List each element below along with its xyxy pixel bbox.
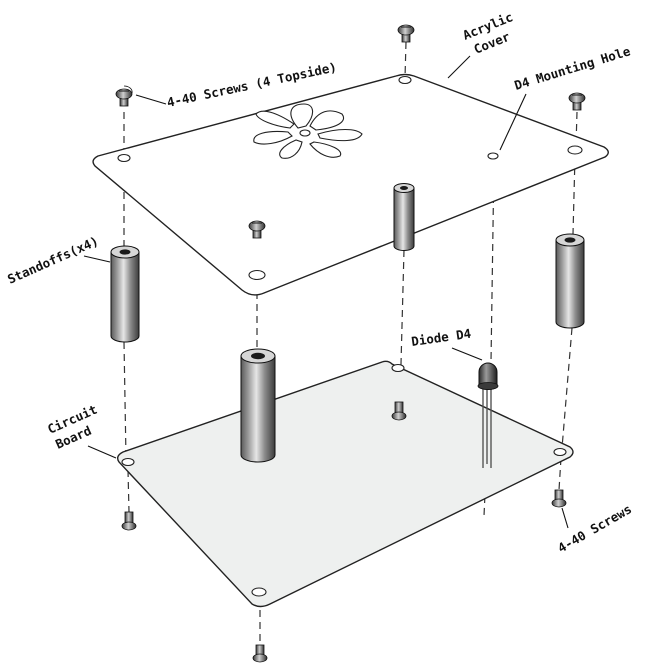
d4-mounting-hole <box>487 152 499 160</box>
acrylic-cover <box>92 73 609 296</box>
cover-hole <box>248 269 266 281</box>
circuit-board-plate <box>116 360 574 608</box>
fan-vent <box>253 103 363 159</box>
screw-top-left <box>115 85 133 107</box>
screw-bottom-front <box>252 644 268 663</box>
screw-top-back <box>397 24 415 43</box>
cover-hole <box>398 75 412 85</box>
diode-d4 <box>477 362 499 468</box>
leader-lines <box>83 55 569 529</box>
screw-top-front <box>248 220 266 239</box>
screw-bottom-right <box>551 489 567 508</box>
acrylic-cover-plate <box>92 73 609 296</box>
screw-under-back <box>391 401 407 421</box>
standoff-top-small <box>393 183 415 251</box>
label-d4-mounting-hole: D4 Mounting Hole <box>512 43 632 93</box>
label-standoffs: Standoffs(x4) <box>5 233 100 286</box>
label-diode: Diode D4 <box>410 326 472 349</box>
board-hole <box>553 447 567 457</box>
board-hole <box>251 587 267 597</box>
board-hole <box>121 457 135 467</box>
screw-top-right <box>568 92 586 111</box>
board-hole <box>391 363 405 373</box>
standoff-left <box>110 245 140 343</box>
circuit-board <box>116 360 574 608</box>
label-bottom-screws: 4-40 Screws <box>555 501 634 555</box>
standoff-front <box>240 348 276 463</box>
screw-bottom-left <box>121 511 137 531</box>
cover-hole <box>117 153 131 163</box>
cover-hole <box>567 145 583 155</box>
standoff-right <box>555 233 585 329</box>
